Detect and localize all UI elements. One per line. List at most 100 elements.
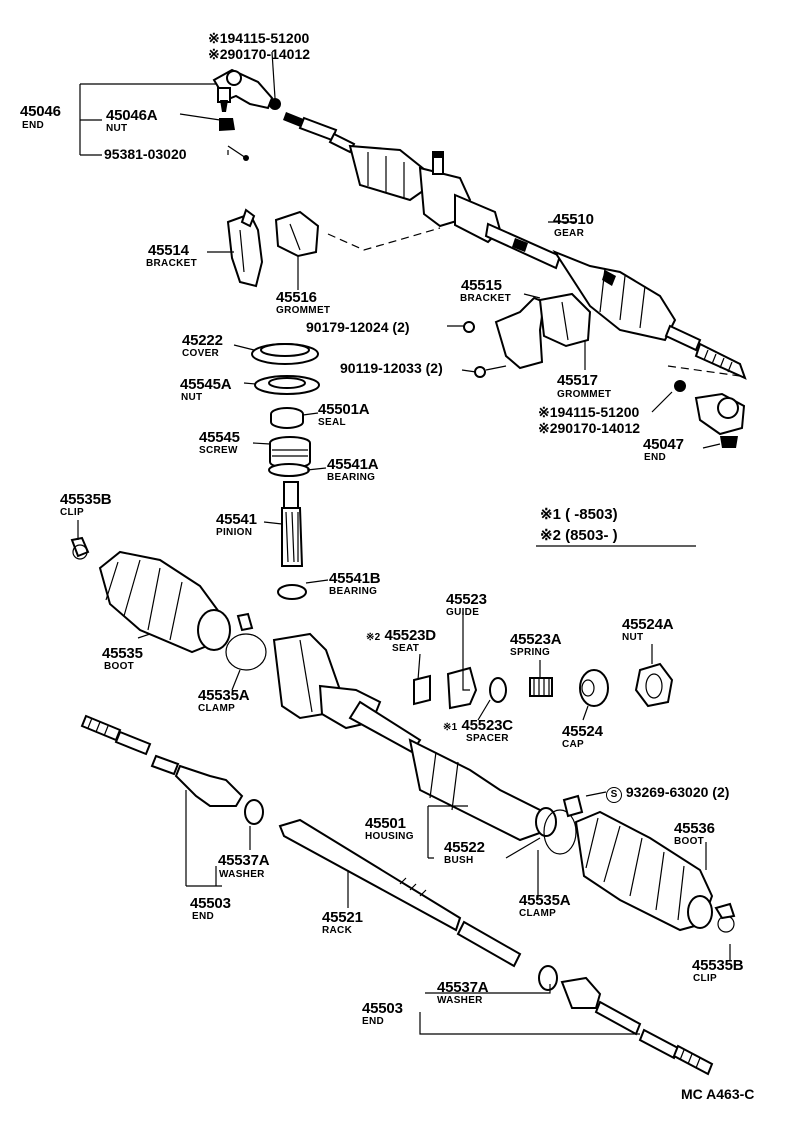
upper-end-note-1: ※194115-51200	[208, 30, 310, 46]
lower-end-note-1: ※194115-51200	[538, 404, 640, 420]
bolt-93269	[562, 794, 584, 818]
clip-45535B-top	[70, 536, 90, 560]
tie-rod-45503-bot	[560, 976, 714, 1076]
leader-lines	[77, 51, 731, 1035]
part-45524A-sub: NUT	[622, 632, 644, 643]
part-45545A-num: 45545A	[180, 376, 232, 393]
part-45521-num: 45521	[322, 909, 363, 926]
part-45523-sub: GUIDE	[446, 607, 480, 618]
part-45047-sub: END	[644, 452, 667, 463]
part-45522-sub: BUSH	[444, 855, 474, 866]
part-45501A-num: 45501A	[318, 401, 370, 418]
part-45535B-bot-num: 45535B	[692, 957, 744, 974]
rack-45521	[278, 818, 522, 968]
part-45536-num: 45536	[674, 820, 715, 837]
part-45503-bot-sub: END	[362, 1016, 385, 1027]
part-45521-sub: RACK	[322, 925, 353, 936]
right-tie-rod	[664, 324, 747, 380]
part-45537A-left-sub: WASHER	[219, 869, 265, 880]
gear-housing-45510	[348, 144, 677, 342]
part-45046-sub: END	[22, 120, 45, 131]
nut-45046A	[219, 118, 235, 131]
part-45545-sub: SCREW	[199, 445, 238, 456]
part-45222-sub: COVER	[182, 348, 220, 359]
part-45545A-sub: NUT	[181, 392, 203, 403]
clip-45535B-bot	[714, 902, 736, 933]
part-95381-num: 95381-03020	[104, 146, 187, 162]
lower-lock-nut	[674, 380, 686, 392]
bolt-90119	[474, 365, 507, 378]
seat-45523D	[413, 674, 431, 706]
part-45541B-sub: BEARING	[329, 586, 378, 597]
part-45541-num: 45541	[216, 511, 257, 528]
boot-45535	[98, 550, 231, 654]
boot-45536	[574, 810, 714, 932]
part-45535A-top-sub: CLAMP	[198, 703, 236, 714]
pinion-45541	[281, 481, 304, 567]
part-45523C-sub: SPACER	[466, 733, 509, 744]
cap-45524	[579, 669, 609, 707]
part-45516-num: 45516	[276, 289, 317, 306]
part-45501-num: 45501	[365, 815, 406, 832]
part-45510-sub: GEAR	[554, 228, 585, 239]
upper-tie-rod	[283, 112, 356, 154]
bolt-90179	[463, 321, 475, 333]
part-45222-num: 45222	[182, 332, 223, 349]
part-45510-num: 45510	[553, 211, 594, 228]
part-45515-sub: BRACKET	[460, 293, 511, 304]
tie-rod-45503-left	[80, 714, 244, 807]
part-45523A-sub: SPRING	[510, 647, 551, 658]
part-45516-sub: GROMMET	[276, 305, 331, 316]
part-45503-bot-num: 45503	[362, 1000, 403, 1017]
part-45523D-sub: SEAT	[392, 643, 420, 654]
part-45535A-bot-num: 45535A	[519, 892, 571, 909]
part-45535-sub: BOOT	[104, 661, 135, 672]
legend-row-2: ※2 (8503- )	[540, 527, 618, 544]
part-45541-sub: PINION	[216, 527, 253, 538]
part-45523-num: 45523	[446, 591, 487, 608]
part-45517-num: 45517	[557, 372, 598, 389]
spacer-45523C	[489, 677, 507, 703]
part-45514-num: 45514	[148, 242, 189, 259]
nut-45545A	[254, 375, 320, 395]
part-45535-num: 45535	[102, 645, 143, 662]
part-45535B-top-sub: CLIP	[60, 507, 84, 518]
part-45524-sub: CAP	[562, 739, 585, 750]
part-45537A-bot-num: 45537A	[437, 979, 489, 996]
part-45536-sub: BOOT	[674, 836, 705, 847]
seal-45501A	[270, 407, 304, 429]
lower-end-note-2: ※290170-14012	[538, 420, 641, 436]
part-45046-num: 45046	[20, 103, 61, 120]
part-45537A-left-num: 45537A	[218, 852, 270, 869]
part-45523A-num: 45523A	[510, 631, 562, 648]
clamp-45535A-bot	[543, 809, 577, 855]
upper-lock-nut	[269, 98, 281, 110]
tie-rod-end-45047	[694, 392, 746, 448]
bracket-45515	[494, 296, 546, 370]
upper-end-note-2: ※290170-14012	[208, 46, 311, 62]
spring-45523A	[529, 677, 553, 697]
part-45535A-bot-sub: CLAMP	[519, 908, 557, 919]
nut-45524A	[634, 662, 674, 708]
part-45503-left-sub: END	[192, 911, 215, 922]
part-45537A-bot-sub: WASHER	[437, 995, 483, 1006]
bearing-45541A	[268, 463, 310, 477]
part-45503-left-num: 45503	[190, 895, 231, 912]
part-45524A-num: 45524A	[622, 616, 674, 633]
drawing-code: MC A463-C	[681, 1086, 755, 1102]
part-45522-num: 45522	[444, 839, 485, 856]
part-45046A-num: 45046A	[106, 107, 158, 124]
clamp-45535A-top	[225, 612, 267, 671]
guide-45523	[446, 666, 478, 710]
cover-45222	[251, 343, 319, 365]
part-45535A-top-num: 45535A	[198, 687, 250, 704]
part-45541A-num: 45541A	[327, 456, 379, 473]
part-45535B-top-num: 45535B	[60, 491, 112, 508]
part-45523C-num: ※1 45523C	[443, 717, 513, 734]
part-45535B-bot-sub: CLIP	[693, 973, 717, 984]
part-45523D-num: ※2 45523D	[366, 627, 436, 644]
part-45515-num: 45515	[461, 277, 502, 294]
part-45545-num: 45545	[199, 429, 240, 446]
part-93269-num: S 93269-63020 (2)	[606, 785, 729, 803]
